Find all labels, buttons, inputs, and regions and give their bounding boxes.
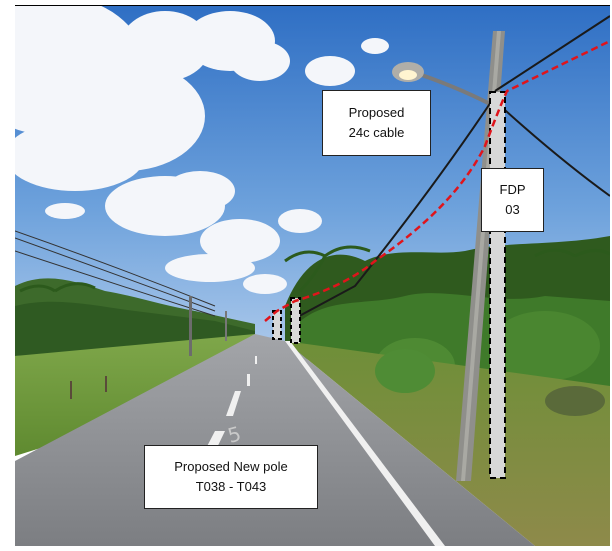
fence-posts [70, 376, 107, 399]
roadside-bushes [375, 349, 605, 416]
proposed-pole-marker-fdp [489, 91, 506, 479]
proposed-cable-label-line2: 24c cable [348, 125, 405, 140]
proposed-new-pole-label-line1: Proposed New pole [174, 459, 288, 474]
distant-pole-2 [225, 311, 227, 341]
fdp-label-line2: 03 [505, 202, 520, 217]
clouds [0, 0, 389, 294]
right-grass [285, 341, 610, 546]
proposed-cable-route [264, 39, 611, 322]
road-paint-marking: 5 [225, 421, 244, 447]
proposed-new-pole-label: Proposed New pole T038 - T043 [144, 445, 318, 509]
overhead-cables [289, 15, 611, 322]
proposed-pole-marker-1 [272, 310, 282, 340]
proposed-cable-label-line1: Proposed [348, 105, 405, 120]
distant-pole [189, 296, 192, 356]
right-palm-trees [285, 236, 610, 406]
proposed-pole-marker-2 [290, 297, 301, 344]
left-grass [15, 334, 255, 456]
fdp-label-line1: FDP [499, 182, 526, 197]
proposed-cable-label: Proposed 24c cable [322, 90, 431, 156]
fdp-label: FDP 03 [481, 168, 544, 232]
street-lamp [392, 62, 491, 106]
proposed-new-pole-label-line2: T038 - T043 [195, 479, 267, 494]
palm-fronds [19, 245, 611, 293]
